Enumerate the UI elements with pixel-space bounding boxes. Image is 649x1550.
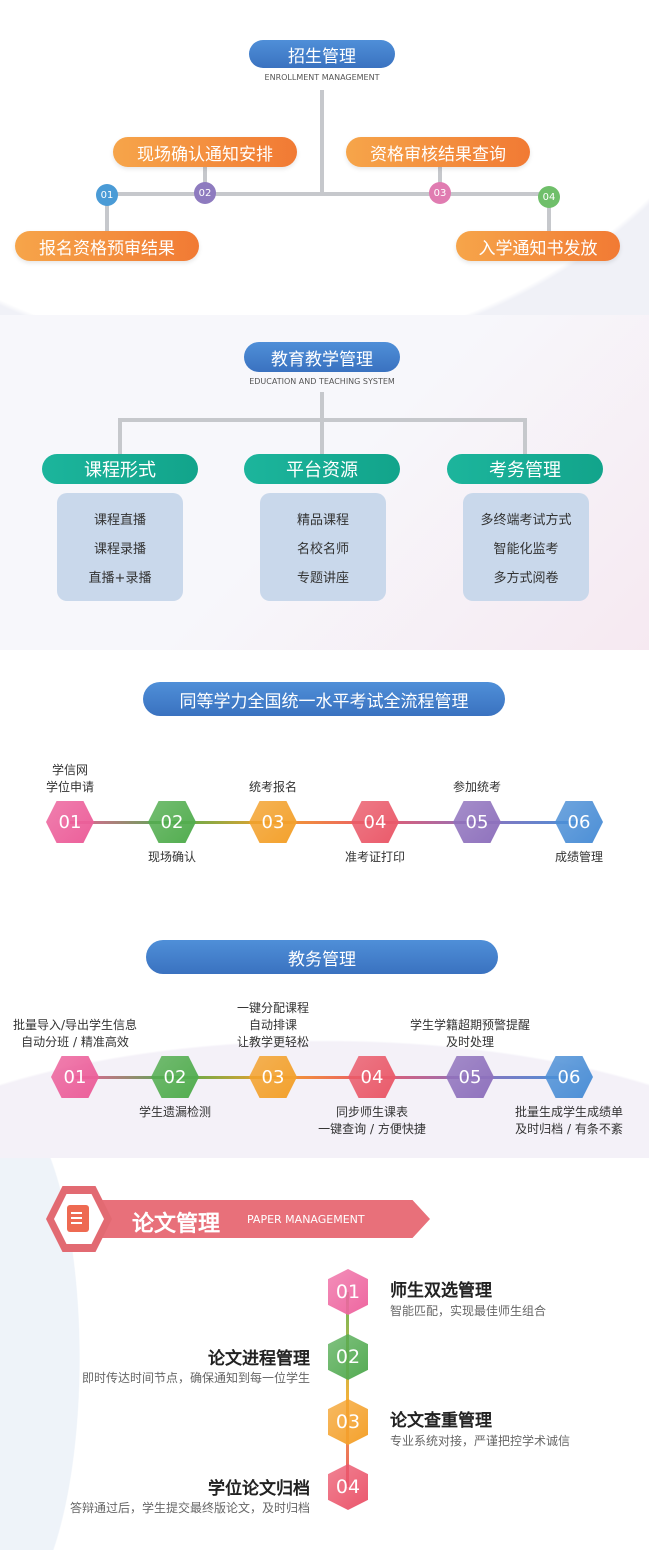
step-pill-01: 报名资格预审结果 [15, 231, 199, 261]
card-item: 智能化监考 [493, 541, 559, 557]
connector-line [470, 1076, 569, 1079]
connector-line [547, 196, 551, 232]
connector-line [172, 821, 273, 824]
step-label: 学生学籍超期预警提醒 及时处理 [409, 1018, 531, 1049]
step-hex-05: 05 [446, 1056, 494, 1098]
step-hex-04: 04 [348, 1056, 396, 1098]
step-dot-02: 02 [194, 182, 216, 204]
step-hex-01: 01 [46, 801, 94, 843]
step-hex-02: 02 [151, 1056, 199, 1098]
step-label: 批量生成学生成绩单 及时归档 / 有条不紊 [514, 1105, 624, 1136]
card-item: 多方式阅卷 [493, 570, 559, 586]
group-card: 课程直播 课程录播 直播+录播 [57, 493, 183, 601]
card-item: 课程直播 [93, 512, 146, 528]
step-hex-01: 01 [51, 1056, 99, 1098]
paper-subtitle: PAPER MANAGEMENT [247, 1213, 365, 1226]
paper-title: 论文管理 [132, 1212, 221, 1237]
paper-step-desc: 即时传达时间节点，确保通知到每一位学生 [81, 1371, 310, 1385]
step-hex-06: 06 [555, 801, 603, 843]
group-pill-platform-resources: 平台资源 [244, 454, 400, 484]
step-dot-01: 01 [96, 184, 118, 206]
card-item: 直播+录播 [88, 570, 152, 586]
connector-line [105, 196, 109, 232]
group-pill-exam-affairs: 考务管理 [447, 454, 603, 484]
step-hex-05: 05 [453, 801, 501, 843]
connector-line [203, 166, 207, 194]
step-dot-03: 03 [429, 182, 451, 204]
card-item: 多终端考试方式 [480, 512, 572, 528]
step-pill-04: 入学通知书发放 [456, 231, 620, 261]
step-label: 批量导入/导出学生信息 自动分班 / 精准高效 [12, 1018, 138, 1049]
group-pill-course-format: 课程形式 [42, 454, 198, 484]
connector-line [320, 392, 324, 454]
step-label: 成绩管理 [554, 850, 604, 864]
group-card: 多终端考试方式 智能化监考 多方式阅卷 [463, 493, 589, 601]
academic-title: 教务管理 [146, 940, 498, 974]
step-label: 现场确认 [147, 850, 197, 864]
card-item: 专题讲座 [296, 570, 349, 586]
step-label: 准考证打印 [344, 850, 406, 864]
paper-step-hex-02: 02 [328, 1334, 368, 1380]
teaching-subtitle: EDUCATION AND TEACHING SYSTEM [249, 377, 395, 386]
connector-line [438, 166, 442, 194]
paper-step-hex-03: 03 [328, 1399, 368, 1445]
step-label: 参加统考 [452, 780, 502, 794]
paper-step-desc: 智能匹配，实现最佳师生组合 [390, 1304, 547, 1318]
step-label: 学生遗漏检测 [138, 1105, 212, 1119]
card-item: 精品课程 [296, 512, 349, 528]
paper-banner [80, 1200, 430, 1238]
connector-line [273, 1076, 372, 1079]
connector-line [107, 192, 549, 196]
connector-line [118, 418, 527, 422]
teaching-title: 教育教学管理 [244, 342, 400, 372]
step-pill-02: 现场确认通知安排 [113, 137, 297, 167]
step-label: 同步师生课表 一键查询 / 方便快捷 [318, 1105, 426, 1136]
document-icon [67, 1205, 89, 1232]
connector-line [70, 821, 172, 824]
paper-step-desc: 答辩通过后，学生提交最终版论文，及时归档 [69, 1501, 310, 1515]
paper-step-desc: 专业系统对接，严谨把控学术诚信 [390, 1434, 571, 1448]
step-hex-03: 03 [249, 1056, 297, 1098]
enrollment-title: 招生管理 [249, 40, 395, 68]
paper-step-title: 师生双选管理 [390, 1281, 492, 1301]
connector-line [175, 1076, 273, 1079]
card-item: 名校名师 [296, 541, 349, 557]
step-label: 统考报名 [248, 780, 298, 794]
connector-line [273, 821, 375, 824]
connector-line [477, 821, 579, 824]
timeline-line [346, 1292, 349, 1487]
paper-step-title: 学位论文归档 [208, 1479, 310, 1499]
connector-line [320, 90, 324, 194]
connector-line [75, 1076, 175, 1079]
exam-title: 同等学力全国统一水平考试全流程管理 [143, 682, 505, 716]
card-item: 课程录播 [93, 541, 146, 557]
step-hex-02: 02 [148, 801, 196, 843]
connector-line [118, 418, 122, 454]
step-hex-04: 04 [351, 801, 399, 843]
step-hex-06: 06 [545, 1056, 593, 1098]
paper-step-hex-01: 01 [328, 1269, 368, 1315]
step-label: 一键分配课程 自动排课 让教学更轻松 [236, 1001, 310, 1049]
step-pill-03: 资格审核结果查询 [346, 137, 530, 167]
step-dot-04: 04 [538, 186, 560, 208]
connector-line [372, 1076, 470, 1079]
step-label: 学信网 学位申请 [45, 763, 95, 794]
paper-step-title: 论文查重管理 [390, 1411, 492, 1431]
background-swoosh [0, 1040, 649, 1158]
connector-line [523, 418, 527, 454]
step-hex-03: 03 [249, 801, 297, 843]
enrollment-subtitle: ENROLLMENT MANAGEMENT [264, 73, 380, 82]
paper-step-title: 论文进程管理 [208, 1349, 310, 1369]
connector-line [375, 821, 477, 824]
group-card: 精品课程 名校名师 专题讲座 [260, 493, 386, 601]
paper-step-hex-04: 04 [328, 1464, 368, 1510]
